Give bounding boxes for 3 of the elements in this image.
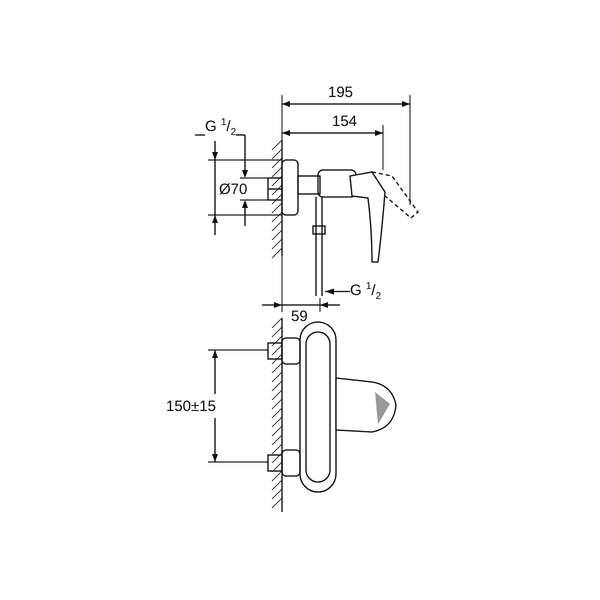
- outlet-pipe-drawing: [312, 197, 326, 296]
- dimension-value: 59: [291, 308, 308, 325]
- leader-line: [325, 288, 350, 294]
